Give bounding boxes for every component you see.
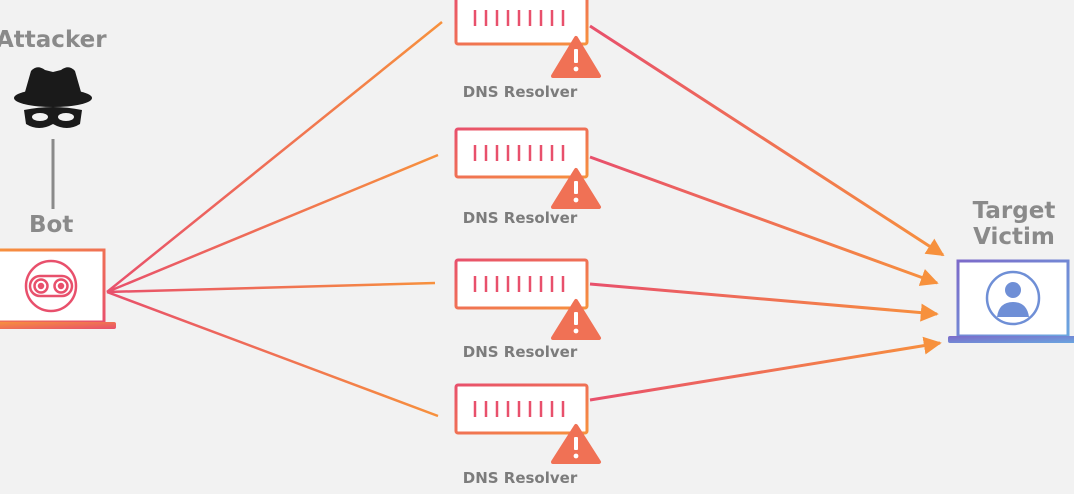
response-arrow-4 <box>589 336 942 402</box>
response-arrow-3 <box>589 282 939 322</box>
request-line-1 <box>106 21 443 293</box>
bot-to-resolver-lines <box>106 21 443 418</box>
server-vents <box>473 10 565 26</box>
dns-resolver-2 <box>454 127 601 209</box>
spy-hat-icon <box>14 67 92 128</box>
target-victim-label: Target Victim <box>958 198 1070 251</box>
bot-label: Bot <box>29 212 74 238</box>
request-line-4 <box>106 290 439 418</box>
request-line-2 <box>106 153 439 294</box>
warning-icon <box>551 168 601 209</box>
attacker-label: Attacker <box>0 27 107 53</box>
server-vents <box>473 401 565 417</box>
warning-icon <box>551 424 601 464</box>
dns-resolver-label-3: DNS Resolver <box>462 343 578 361</box>
warning-icon <box>551 36 601 78</box>
server-vents <box>473 145 565 161</box>
warning-icon <box>551 299 601 340</box>
request-line-3 <box>106 281 436 294</box>
user-avatar-icon <box>985 270 1041 326</box>
server-vents <box>473 276 565 292</box>
dns-resolver-label-1: DNS Resolver <box>462 83 578 101</box>
response-arrow-2 <box>589 155 939 286</box>
dns-resolver-3 <box>454 258 601 340</box>
response-arrow-1 <box>589 24 945 257</box>
resolver-to-victim-arrows <box>589 24 945 402</box>
dns-resolver-label-2: DNS Resolver <box>462 209 578 227</box>
bot-laptop-icon <box>0 248 116 329</box>
dns-resolver-label-4: DNS Resolver <box>462 469 578 487</box>
robot-face-icon <box>24 259 78 313</box>
target-victim-label-line1: Target <box>972 198 1056 224</box>
dns-resolver-4 <box>454 383 601 464</box>
target-victim-label-line2: Victim <box>973 224 1055 251</box>
dns-resolver-1 <box>454 0 601 78</box>
victim-laptop-icon <box>948 259 1074 343</box>
